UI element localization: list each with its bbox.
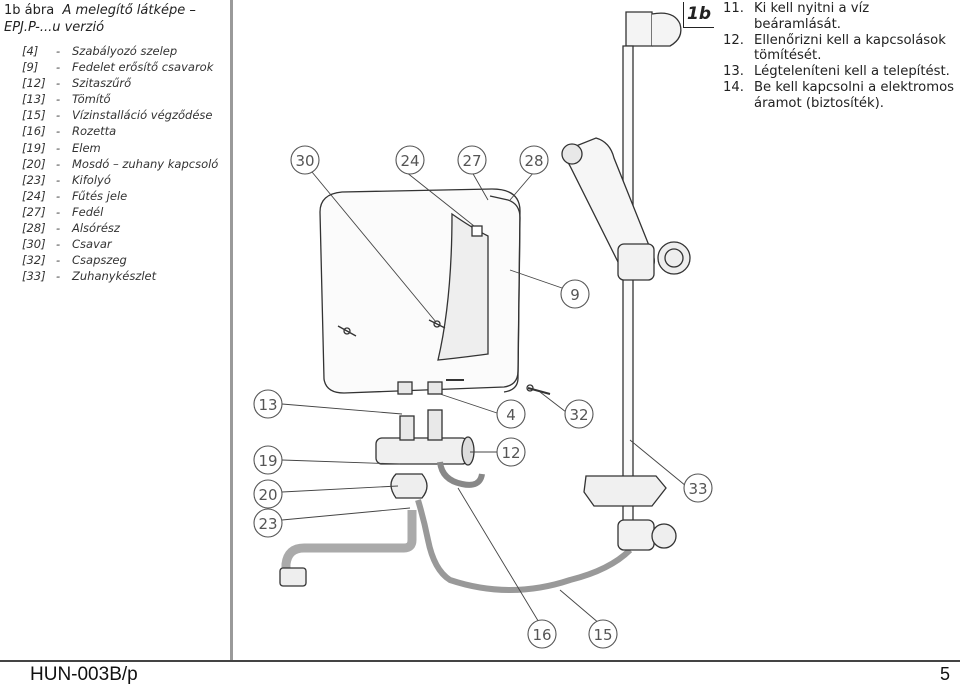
- parts-list-item: [23]-Kifolyó: [22, 172, 111, 187]
- callout-24: 24: [400, 152, 419, 170]
- step-text: Légteleníteni kell a telepítést.: [754, 64, 950, 80]
- footer-rule: [0, 660, 960, 662]
- parts-list-item: [27]-Fedél: [22, 204, 104, 219]
- part-name: Alsórész: [72, 221, 120, 236]
- part-name: Zuhanykészlet: [72, 269, 157, 284]
- parts-list-item: [28]-Alsórész: [22, 221, 120, 236]
- step-item: 14. Be kell kapcsolni a elektromos áramot…: [723, 80, 959, 112]
- part-number: [30]: [22, 237, 46, 252]
- part-name: Rozetta: [72, 124, 117, 139]
- callout-27: 27: [462, 152, 481, 170]
- part-name: Csavar: [72, 237, 112, 252]
- part-name: Szitaszűrő: [72, 76, 132, 91]
- part-number: [33]: [22, 269, 46, 284]
- step-number: 13.: [723, 64, 744, 80]
- part-name: Vízinstalláció végződése: [72, 108, 213, 123]
- step-item: 11. Ki kell nyitni a víz beáramlását.: [723, 1, 959, 33]
- part-number: [12]: [22, 76, 46, 91]
- part-name: Szabályozó szelep: [72, 44, 178, 58]
- parts-list-item: [33]-Zuhanykészlet: [22, 269, 157, 284]
- step-item: 13. Légteleníteni kell a telepítést.: [723, 64, 959, 80]
- callout-28: 28: [524, 152, 543, 170]
- part-number: [20]: [22, 156, 46, 171]
- parts-list-item: [20]-Mosdó – zuhany kapcsoló: [22, 156, 219, 171]
- figure-label: 1b ábra: [4, 3, 55, 18]
- figure-badge: 1b: [683, 2, 714, 28]
- parts-list-item: [15]-Vízinstalláció végződése: [22, 108, 213, 123]
- part-number: [15]: [22, 108, 46, 123]
- parts-list: [4]-Szabályozó szelep [9]-Fedelet erősít…: [22, 43, 218, 284]
- parts-list-item: [19]-Elem: [22, 140, 101, 155]
- step-text: Ki kell nyitni a víz beáramlását.: [754, 1, 870, 32]
- part-name: Fűtés jele: [72, 188, 128, 203]
- callout-23: 23: [258, 515, 277, 533]
- parts-list-item: [32]-Csapszeg: [22, 253, 127, 268]
- part-name: Elem: [72, 140, 101, 155]
- document-code: HUN-003B/p: [30, 664, 138, 685]
- step-item: 12. Ellenőrizni kell a kapcsolások tömíté…: [723, 33, 959, 65]
- callout-20: 20: [258, 486, 277, 504]
- part-name: Fedelet erősítő csavarok: [72, 60, 214, 75]
- callout-19: 19: [258, 452, 277, 470]
- callout-16: 16: [532, 626, 551, 644]
- part-number: [4]: [22, 44, 39, 58]
- callout-33: 33: [688, 480, 707, 498]
- step-text: Be kell kapcsolni a elektromos áramot (b…: [754, 79, 955, 111]
- part-name: Tömítő: [72, 92, 111, 107]
- steps-list: 11. Ki kell nyitni a víz beáramlását. 12.…: [723, 1, 959, 112]
- part-name: Kifolyó: [72, 172, 111, 187]
- step-number: 12.: [723, 32, 744, 48]
- step-number: 14.: [723, 79, 744, 95]
- part-number: [16]: [22, 124, 46, 139]
- part-number: [19]: [22, 140, 46, 155]
- parts-list-item: [30]-Csavar: [22, 237, 112, 252]
- callout-9: 9: [570, 286, 580, 304]
- parts-list-item: [12]-Szitaszűrő: [22, 76, 132, 91]
- page-number: 5: [939, 664, 950, 684]
- figure-caption: 1b ábra A melegítő látképe – EPJ.P-...u …: [4, 2, 229, 36]
- callout-15: 15: [593, 626, 612, 644]
- callout-30: 30: [295, 152, 314, 170]
- part-number: [27]: [22, 204, 46, 219]
- part-name: Fedél: [72, 204, 104, 219]
- heater-diagram: 30 24 27 28 9 13 4 32 12 19 20 23 33 16 …: [253, 11, 713, 649]
- part-name: Csapszeg: [72, 253, 127, 268]
- figure-caption-text: A melegítő látképe – EPJ.P-...u verzió: [4, 3, 196, 35]
- callout-32: 32: [569, 406, 588, 424]
- callout-4: 4: [506, 406, 516, 424]
- part-number: [23]: [22, 172, 46, 187]
- parts-list-item: [9]-Fedelet erősítő csavarok: [22, 60, 214, 75]
- parts-list-item: [13]-Tömítő: [22, 92, 111, 107]
- part-number: [28]: [22, 221, 46, 236]
- part-number: [13]: [22, 92, 46, 107]
- part-number: [32]: [22, 253, 46, 268]
- parts-list-item: [24]-Fűtés jele: [22, 188, 128, 203]
- callout-13: 13: [258, 396, 277, 414]
- parts-list-item: [16]-Rozetta: [22, 124, 117, 139]
- parts-list-item: [4]-Szabályozó szelep: [22, 44, 178, 58]
- step-text: Ellenőrizni kell a kapcsolások tömítését…: [754, 32, 946, 64]
- step-number: 11.: [723, 1, 744, 16]
- callout-12: 12: [501, 444, 520, 462]
- part-number: [9]: [22, 60, 39, 75]
- part-number: [24]: [22, 188, 46, 203]
- part-name: Mosdó – zuhany kapcsoló: [72, 156, 219, 171]
- column-divider: [230, 0, 233, 660]
